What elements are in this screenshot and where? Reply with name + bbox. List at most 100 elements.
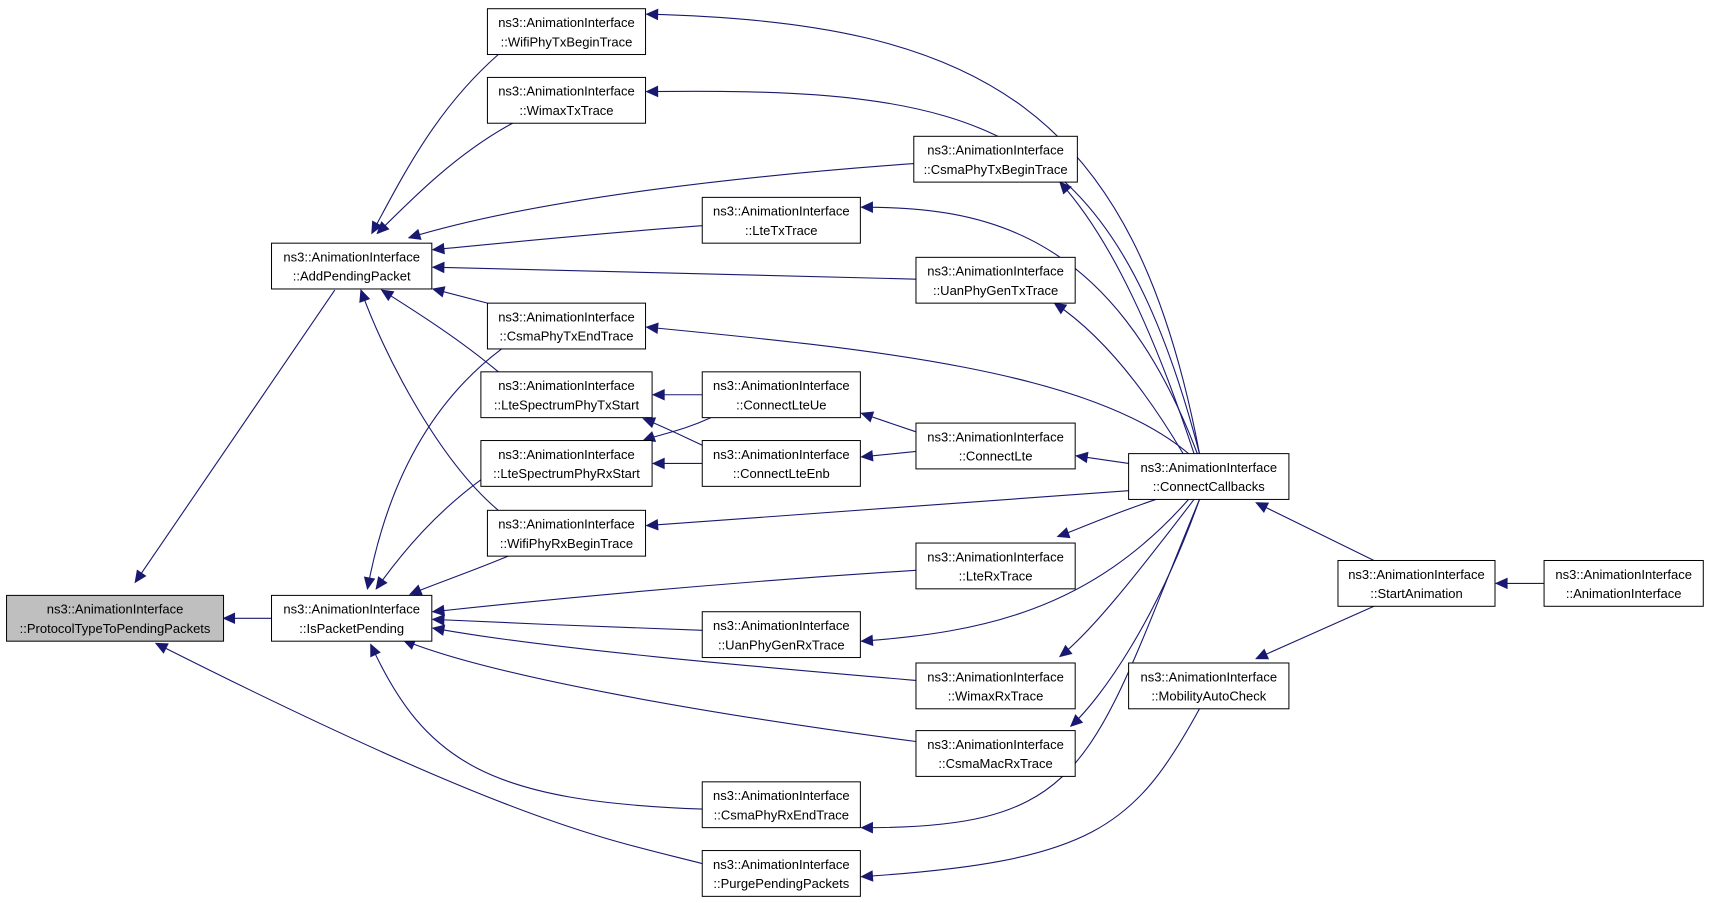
node-box[interactable] [271,594,433,642]
node-box[interactable] [701,371,861,419]
node-box[interactable] [1543,559,1704,607]
node-is-packet-pending[interactable]: ns3::AnimationInterface::IsPacketPending [271,594,433,642]
arrowhead [363,576,376,591]
node-method-label: ::CsmaPhyRxEndTrace [714,807,849,822]
arrowhead [1056,527,1071,539]
node-namespace-label: ns3::AnimationInterface [47,602,184,617]
edge-connect-callbacks-to-lte-rx-trace [1057,498,1157,538]
node-method-label: ::ConnectLte [959,449,1033,464]
node-method-label: ::CsmaPhyTxBeginTrace [924,162,1068,177]
node-namespace-label: ns3::AnimationInterface [713,447,850,462]
arrowhead [1053,302,1068,315]
arrowhead [431,286,446,298]
node-mobility-auto-check[interactable]: ns3::AnimationInterface::MobilityAutoChe… [1128,662,1290,710]
edge-connect-callbacks-to-uan-phy-gen-tx-trace [1054,302,1184,454]
node-box[interactable] [915,256,1076,304]
node-uan-phy-gen-rx-trace[interactable]: ns3::AnimationInterface::UanPhyGenRxTrac… [701,611,861,659]
arrowhead [645,85,659,98]
node-method-label: ::ConnectCallbacks [1153,479,1265,494]
arrowhead [651,388,665,401]
node-connect-lte-ue[interactable]: ns3::AnimationInterface::ConnectLteUe [701,371,861,419]
node-csma-phy-tx-end-trace[interactable]: ns3::AnimationInterface::CsmaPhyTxEndTra… [486,302,647,350]
node-box[interactable] [486,76,647,124]
node-method-label: ::UanPhyGenTxTrace [933,283,1058,298]
edge-connect-callbacks-to-csma-phy-tx-end-trace [646,326,1189,455]
node-method-label: ::LteSpectrumPhyTxStart [494,397,640,412]
node-box[interactable] [701,781,861,829]
node-wimax-tx-trace[interactable]: ns3::AnimationInterface::WimaxTxTrace [486,76,647,124]
node-lte-spectrum-phy-tx-start[interactable]: ns3::AnimationInterface::LteSpectrumPhyT… [480,371,653,419]
node-wifi-phy-rx-begin-trace[interactable]: ns3::AnimationInterface::WifiPhyRxBeginT… [486,509,647,557]
node-purge-pending-packets[interactable]: ns3::AnimationInterface::PurgePendingPac… [701,850,861,897]
arrowhead [860,201,873,213]
node-box[interactable] [480,440,653,487]
arrowhead [645,322,659,334]
node-connect-lte-enb[interactable]: ns3::AnimationInterface::ConnectLteEnb [701,440,861,487]
arrowhead [154,642,169,654]
arrowhead [645,519,659,531]
node-box[interactable] [913,135,1078,183]
node-namespace-label: ns3::AnimationInterface [927,143,1064,158]
node-start-animation[interactable]: ns3::AnimationInterface::StartAnimation [1337,559,1496,607]
node-namespace-label: ns3::AnimationInterface [927,549,1064,564]
node-box[interactable] [486,509,647,557]
node-namespace-label: ns3::AnimationInterface [498,84,635,99]
node-protocol-type-to-pending-packets[interactable]: ns3::AnimationInterface::ProtocolTypeToP… [6,594,225,642]
node-csma-phy-tx-begin-trace[interactable]: ns3::AnimationInterface::CsmaPhyTxBeginT… [913,135,1078,183]
node-csma-phy-rx-end-trace[interactable]: ns3::AnimationInterface::CsmaPhyRxEndTra… [701,781,861,829]
edge-connect-callbacks-to-wifi-phy-tx-begin-trace [646,13,1201,454]
node-box[interactable] [1128,662,1290,710]
node-add-pending-packet[interactable]: ns3::AnimationInterface::AddPendingPacke… [271,242,433,290]
node-connect-lte[interactable]: ns3::AnimationInterface::ConnectLte [915,422,1076,470]
arrowhead [860,634,874,647]
arrowhead [431,604,445,617]
node-box[interactable] [915,542,1076,590]
edge-lte-rx-trace-to-is-packet-pending [432,569,917,613]
edge-lte-tx-trace-to-add-pending-packet [432,225,703,251]
node-namespace-label: ns3::AnimationInterface [927,737,1064,752]
edge-purge-pending-packets-to-protocol-type-to-pending-packets [155,642,703,865]
node-connect-callbacks[interactable]: ns3::AnimationInterface::ConnectCallback… [1128,453,1290,500]
node-method-label: ::IsPacketPending [299,621,404,636]
node-lte-rx-trace[interactable]: ns3::AnimationInterface::LteRxTrace [915,542,1076,590]
arrowhead [408,584,423,596]
node-box[interactable] [701,440,861,487]
node-wimax-rx-trace[interactable]: ns3::AnimationInterface::WimaxRxTrace [915,662,1076,710]
node-box[interactable] [486,8,647,56]
edge-csma-mac-rx-trace-to-is-packet-pending [403,639,917,743]
node-lte-spectrum-phy-rx-start[interactable]: ns3::AnimationInterface::LteSpectrumPhyR… [480,440,653,487]
edge-lte-spectrum-phy-tx-start-to-add-pending-packet [381,289,499,373]
edge-csma-phy-rx-end-trace-to-is-packet-pending [370,644,703,810]
node-namespace-label: ns3::AnimationInterface [927,264,1064,279]
node-box[interactable] [1337,559,1496,607]
arrowhead [359,288,371,303]
node-box[interactable] [480,371,653,419]
node-animation-interface[interactable]: ns3::AnimationInterface::AnimationInterf… [1543,559,1704,607]
node-box[interactable] [915,730,1076,777]
node-box[interactable] [701,611,861,659]
node-method-label: ::ConnectLteUe [736,397,826,412]
node-box[interactable] [915,422,1076,470]
node-box[interactable] [271,242,433,290]
node-lte-tx-trace[interactable]: ns3::AnimationInterface::LteTxTrace [701,196,861,244]
arrowhead [380,289,395,302]
node-namespace-label: ns3::AnimationInterface [498,517,635,532]
edge-connect-callbacks-to-wimax-rx-trace [1059,499,1195,657]
node-box[interactable] [701,196,861,244]
node-box[interactable] [701,850,861,897]
node-box[interactable] [486,302,647,350]
node-method-label: ::WimaxRxTrace [948,689,1044,704]
node-method-label: ::CsmaPhyTxEndTrace [500,329,634,344]
arrowhead [370,643,381,658]
node-box[interactable] [6,594,225,642]
node-box[interactable] [1128,453,1290,500]
node-csma-mac-rx-trace[interactable]: ns3::AnimationInterface::CsmaMacRxTrace [915,730,1076,777]
node-box[interactable] [915,662,1076,710]
node-uan-phy-gen-tx-trace[interactable]: ns3::AnimationInterface::UanPhyGenTxTrac… [915,256,1076,304]
arrowhead [651,457,665,470]
node-wifi-phy-tx-begin-trace[interactable]: ns3::AnimationInterface::WifiPhyTxBeginT… [486,8,647,56]
arrowhead [860,450,874,462]
edge-add-pending-packet-to-protocol-type-to-pending-packets [134,289,336,583]
edge-wifi-phy-rx-begin-trace-to-add-pending-packet [360,289,499,511]
